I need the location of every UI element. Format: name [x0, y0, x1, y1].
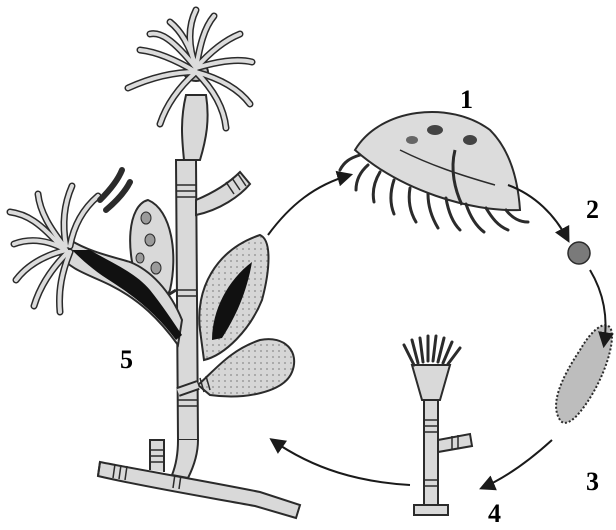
stolon [98, 440, 300, 518]
top-polyp [128, 10, 252, 160]
label-stage-2: 2 [586, 195, 599, 224]
medusa [340, 112, 528, 232]
label-stage-3: 3 [586, 467, 599, 496]
egg [568, 242, 590, 264]
arrow-colony-to-medusa [268, 175, 350, 235]
planula-larva [556, 325, 612, 423]
hydroid-colony [10, 10, 300, 518]
young-polyp [404, 336, 472, 515]
label-stage-4: 4 [488, 499, 501, 528]
arrow-planula-to-polyp [482, 440, 552, 488]
label-stage-5: 5 [120, 345, 133, 374]
upper-side-branch [196, 172, 250, 215]
arrow-polyp-to-colony [272, 440, 410, 485]
label-stage-1: 1 [460, 85, 473, 114]
